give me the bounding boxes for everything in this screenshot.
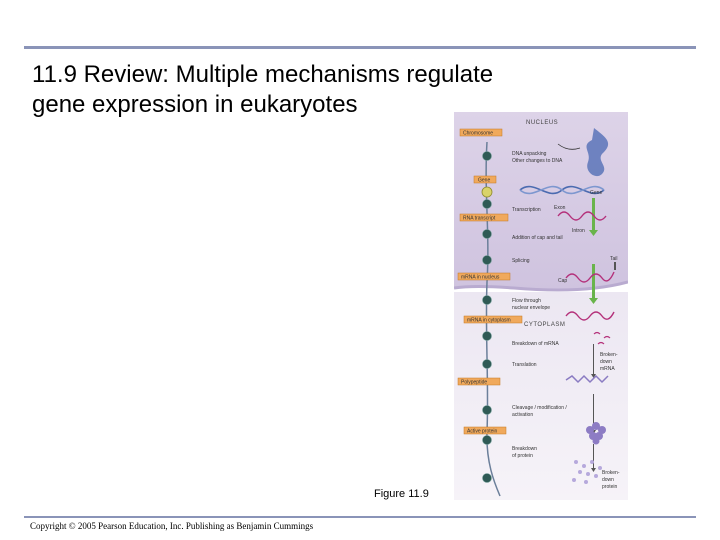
svg-text:Chromosome: Chromosome	[463, 131, 493, 137]
step-breakdown-protein-1: Breakdown	[512, 446, 537, 452]
mrna-cytoplasm-box: mRNA in cytoplasm	[463, 315, 523, 324]
nucleus-area	[454, 112, 628, 290]
step-cleavage-1: Cleavage / modification /	[512, 405, 567, 411]
mrna-nucleus-box: mRNA in nucleus	[457, 272, 511, 281]
unpacking-arrow	[557, 143, 581, 150]
svg-text:Polypeptide: Polypeptide	[461, 380, 487, 386]
chromatin-coil	[586, 128, 609, 177]
polypeptide-chain	[565, 374, 609, 384]
figure-caption: Figure 11.9	[374, 488, 429, 500]
label-broken-mrna-1: Broken-	[600, 352, 618, 358]
label-exon: Exon	[554, 205, 566, 211]
chromosome-box: Chromosome	[459, 128, 503, 137]
label-broken-protein-1: Broken-	[602, 470, 620, 476]
step-dna-unpacking: DNA unpacking	[512, 151, 547, 157]
label-broken-protein-2: down	[602, 477, 614, 483]
step-cleavage-2: activation	[512, 412, 533, 418]
svg-text:RNA transcript: RNA transcript	[463, 216, 496, 222]
slide-title: 11.9 Review: Multiple mechanisms regulat…	[32, 61, 494, 118]
step-flow-1: Flow through	[512, 298, 541, 304]
svg-text:Active protein: Active protein	[467, 429, 498, 435]
broken-mrna-pieces	[593, 331, 611, 345]
nucleosome-icons	[482, 151, 492, 483]
gene-locus-icon	[481, 186, 493, 198]
cytoplasm-area	[454, 292, 628, 500]
svg-text:Gene: Gene	[478, 178, 490, 184]
label-intron: Intron	[572, 228, 585, 234]
polypeptide-box: Polypeptide	[457, 377, 501, 386]
dna-helix	[519, 185, 605, 195]
mrna-cytoplasm	[565, 311, 615, 321]
top-rule	[24, 46, 696, 49]
step-capping: Addition of cap and tail	[512, 235, 563, 241]
broken-protein-dots	[572, 460, 602, 484]
step-transcription: Transcription	[512, 207, 541, 213]
label-broken-protein-3: protein	[602, 484, 618, 490]
flow-arrows	[589, 198, 598, 304]
tail-marker	[614, 262, 616, 270]
step-flow-2: nuclear envelope	[512, 305, 550, 311]
label-broken-mrna-2: down	[600, 359, 612, 365]
rna-transcript	[557, 211, 607, 221]
bottom-rule	[24, 516, 696, 518]
mrna-nucleus	[565, 271, 615, 283]
step-breakdown-protein-2: of protein	[512, 453, 533, 459]
step-other-changes: Other changes to DNA	[512, 158, 563, 164]
copyright-notice: Copyright © 2005 Pearson Education, Inc.…	[30, 521, 314, 531]
active-protein-box: Active protein	[463, 426, 507, 435]
cytoplasm-label: CYTOPLASM	[524, 322, 565, 328]
gene-box: Gene	[473, 175, 497, 184]
step-breakdown-mrna: Breakdown of mRNA	[512, 341, 559, 347]
step-translation: Translation	[512, 362, 537, 368]
label-gene: Gene	[590, 190, 602, 196]
label-cap: Cap	[558, 278, 567, 284]
nuclear-envelope	[454, 280, 628, 292]
active-protein	[586, 422, 606, 445]
nucleus-label: NUCLEUS	[526, 120, 558, 126]
step-arrows	[591, 344, 596, 472]
step-splicing: Splicing	[512, 258, 530, 264]
label-broken-mrna-3: mRNA	[600, 366, 615, 372]
gene-expression-figure: NUCLEUS CYTOPLASM	[454, 112, 628, 500]
svg-text:mRNA in nucleus: mRNA in nucleus	[461, 275, 500, 281]
label-tail: Tail	[610, 256, 618, 262]
svg-text:mRNA in cytoplasm: mRNA in cytoplasm	[467, 318, 511, 324]
rna-transcript-box: RNA transcript	[459, 213, 509, 222]
